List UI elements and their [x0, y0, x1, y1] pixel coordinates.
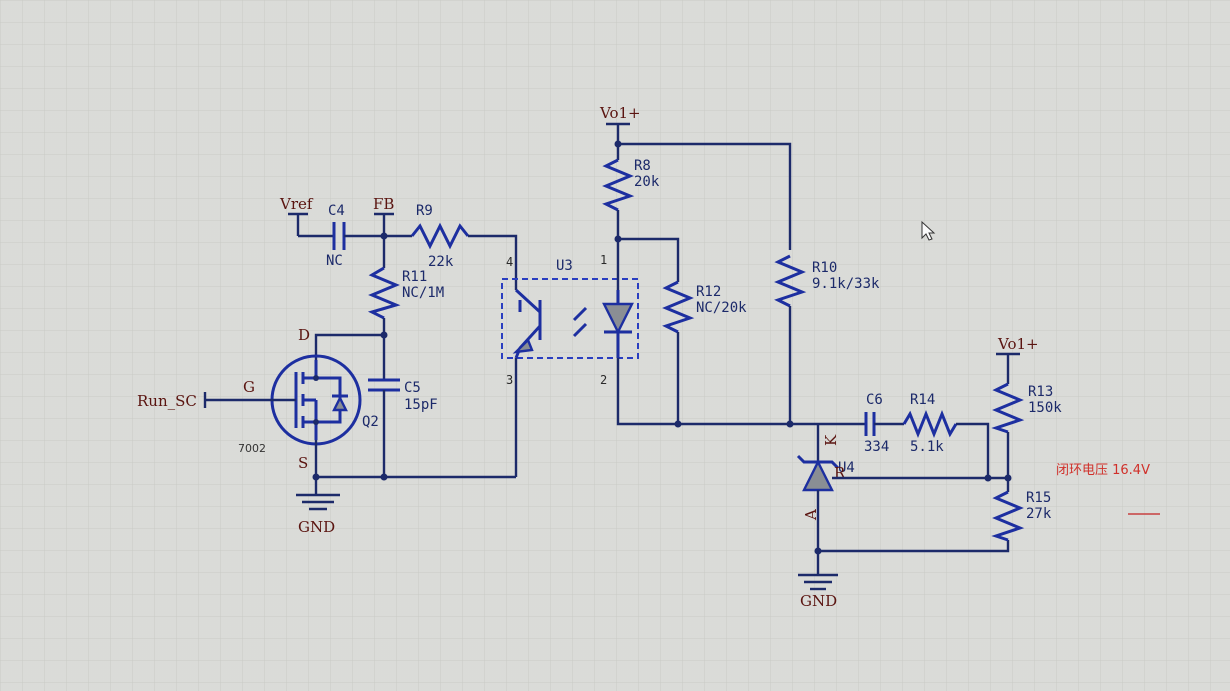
svg-text:R9: R9	[416, 203, 433, 219]
gnd-symbol-right: GND	[798, 573, 838, 610]
svg-text:2: 2	[600, 373, 607, 387]
svg-text:3: 3	[506, 373, 513, 387]
resistor-r11: R11 NC/1M	[367, 266, 444, 320]
vo1-net-label-top: Vo1+	[599, 104, 641, 144]
svg-text:U3: U3	[556, 258, 573, 274]
svg-text:U4: U4	[838, 460, 855, 476]
svg-text:1: 1	[600, 253, 607, 267]
svg-text:R13: R13	[1028, 384, 1053, 400]
resistor-r8: R8 20k	[602, 158, 660, 212]
resistor-r10: R10 9.1k/33k	[774, 254, 880, 308]
shunt-regulator-u4: K U4 R A	[796, 434, 855, 521]
svg-text:D: D	[298, 326, 310, 344]
svg-text:Run_SC: Run_SC	[137, 392, 197, 410]
svg-text:Q2: Q2	[362, 414, 379, 430]
svg-text:NC/20k: NC/20k	[696, 300, 747, 316]
optocoupler-u3: U3 4 3 1 2	[501, 253, 639, 387]
vref-net-label: Vref	[279, 195, 314, 236]
svg-text:NC/1M: NC/1M	[402, 285, 444, 301]
svg-text:R8: R8	[634, 158, 651, 174]
capacitor-c5: C5 15pF	[368, 378, 438, 413]
svg-text:R15: R15	[1026, 490, 1051, 506]
svg-text:S: S	[298, 454, 308, 472]
mouse-cursor-icon	[921, 220, 936, 241]
svg-text:22k: 22k	[428, 254, 454, 270]
svg-text:R11: R11	[402, 269, 427, 285]
svg-text:C5: C5	[404, 380, 421, 396]
svg-text:R14: R14	[910, 392, 935, 408]
svg-text:NC: NC	[326, 253, 343, 269]
svg-text:20k: 20k	[634, 174, 660, 190]
svg-text:K: K	[822, 434, 840, 446]
svg-text:9.1k/33k: 9.1k/33k	[812, 276, 880, 292]
capacitor-c4: C4 NC	[326, 203, 346, 269]
resistor-r15: R15 27k	[991, 490, 1052, 542]
svg-text:G: G	[243, 378, 255, 396]
svg-text:C4: C4	[328, 203, 345, 219]
svg-text:R10: R10	[812, 260, 837, 276]
svg-text:C6: C6	[866, 392, 883, 408]
svg-text:A: A	[802, 509, 820, 521]
svg-text:Vo1+: Vo1+	[599, 104, 641, 122]
svg-text:7002: 7002	[238, 442, 266, 455]
svg-text:4: 4	[506, 255, 513, 269]
svg-text:Vo1+: Vo1+	[997, 335, 1039, 353]
vo1-net-label-right: Vo1+	[996, 335, 1039, 384]
svg-text:Vref: Vref	[279, 195, 314, 213]
svg-text:27k: 27k	[1026, 506, 1052, 522]
resistor-r13: R13 150k	[991, 382, 1062, 434]
svg-text:5.1k: 5.1k	[910, 439, 944, 455]
closed-loop-voltage-note: 闭环电压 16.4V	[1056, 463, 1150, 478]
resistor-r12: R12 NC/20k	[662, 280, 747, 334]
svg-text:R12: R12	[696, 284, 721, 300]
svg-text:FB: FB	[373, 195, 394, 213]
svg-text:GND: GND	[298, 518, 335, 536]
svg-text:GND: GND	[800, 592, 837, 610]
svg-text:15pF: 15pF	[404, 397, 438, 413]
gnd-symbol-left: GND	[296, 492, 340, 536]
resistor-r14: R14 5.1k	[902, 392, 958, 455]
svg-text:R: R	[834, 464, 846, 482]
svg-text:334: 334	[864, 439, 889, 455]
resistor-r9: R9 22k	[410, 203, 470, 270]
svg-text:150k: 150k	[1028, 400, 1062, 416]
fb-net-label: FB	[373, 195, 394, 236]
capacitor-c6: C6 334	[864, 392, 889, 455]
